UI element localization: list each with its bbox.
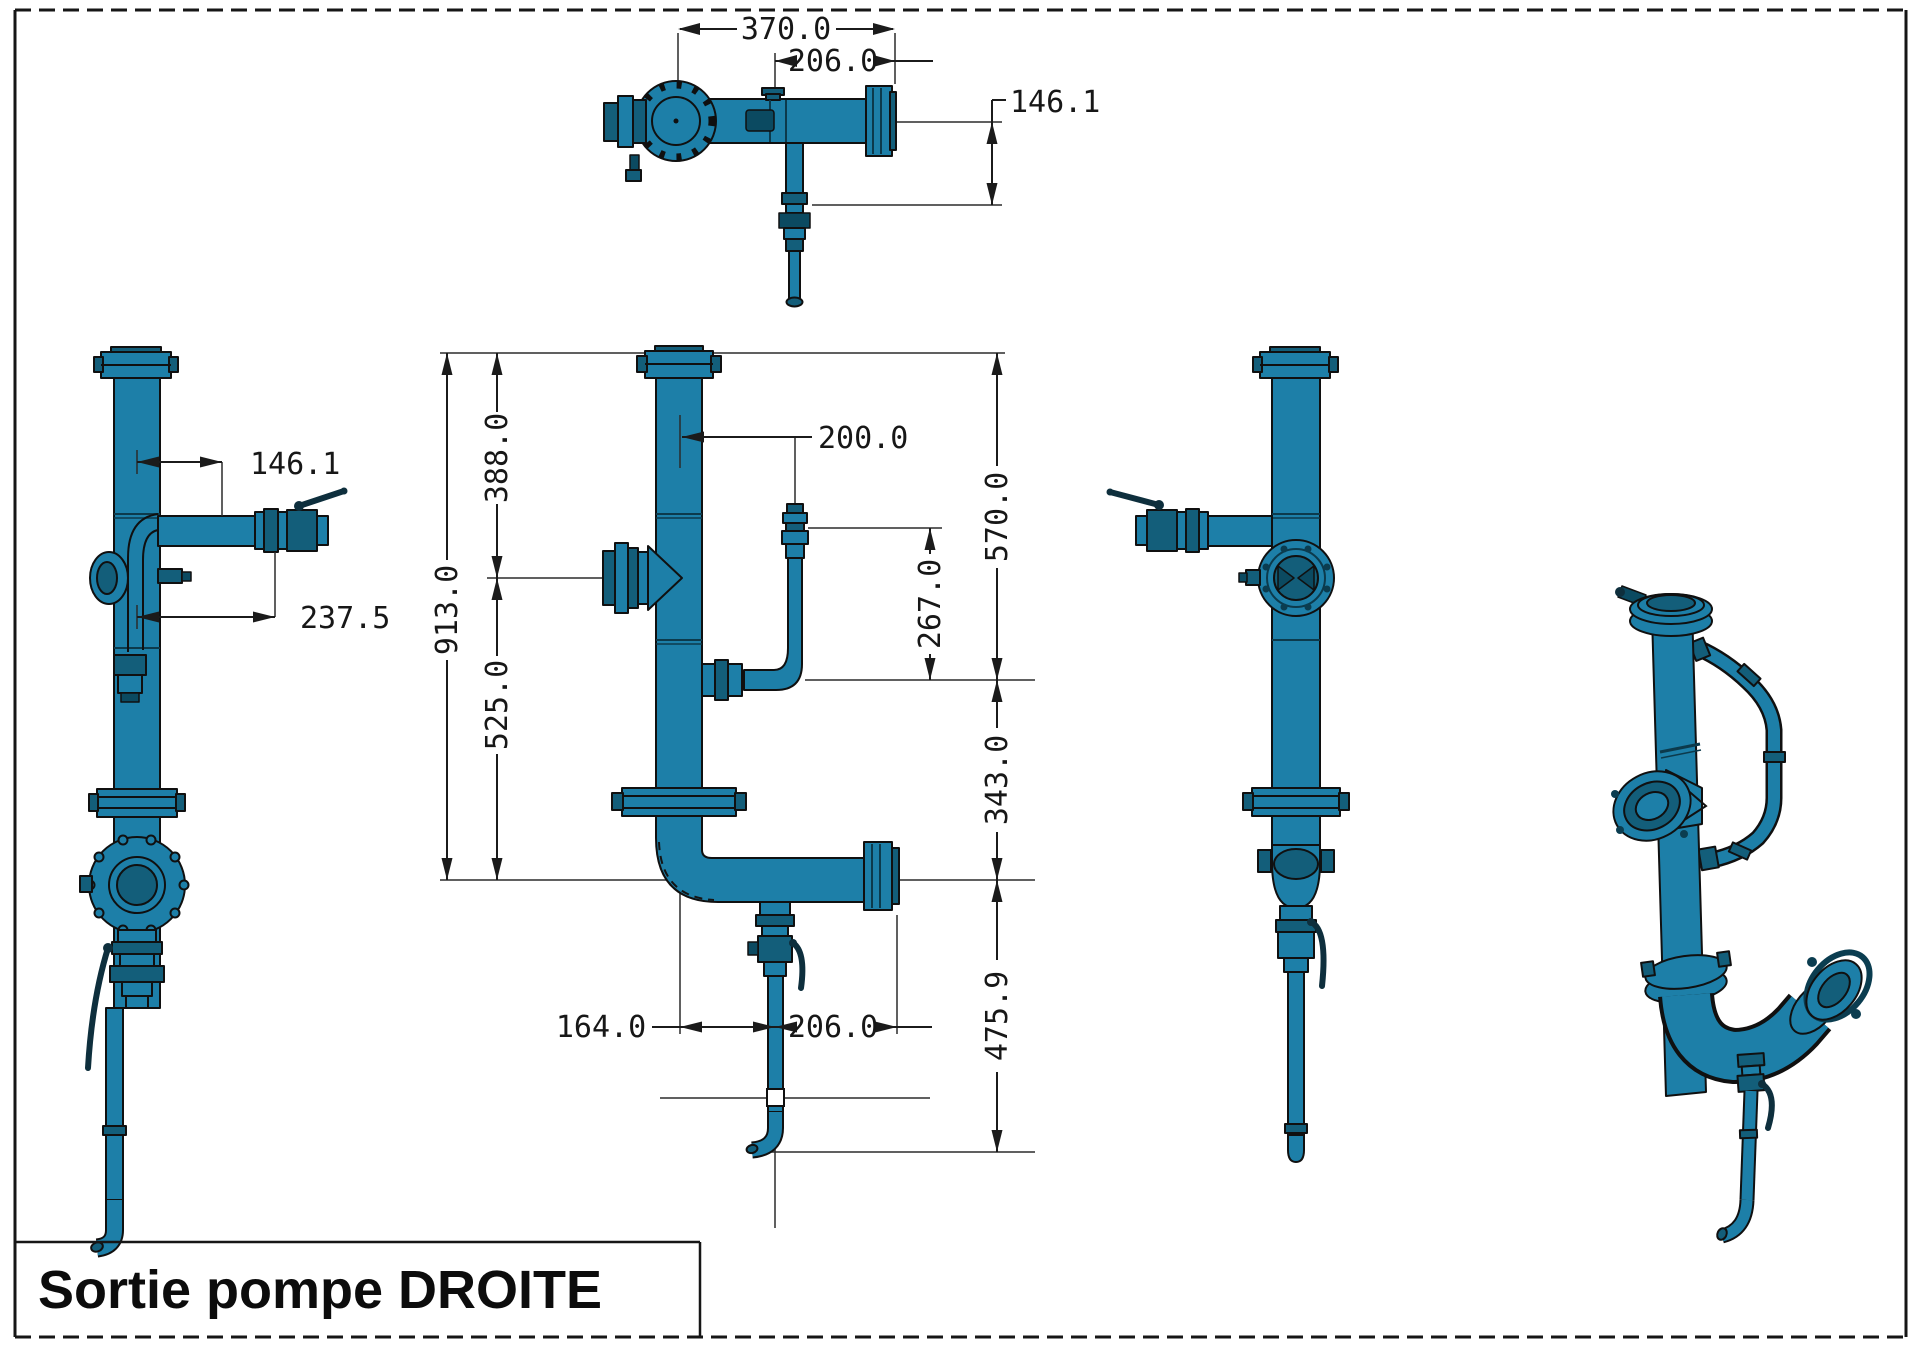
dim-front-top-to-port: 388.0 — [480, 413, 515, 503]
view-left: 146.1 237.5 — [79, 346, 390, 1258]
right-valve-lever — [1107, 489, 1162, 508]
plan-branch-valve — [603, 95, 647, 182]
right-port-flange — [1238, 539, 1335, 617]
view-isometric — [1611, 585, 1873, 1244]
dim-plan-overall: 370.0 — [741, 12, 831, 47]
right-top-flange — [1252, 346, 1339, 379]
iso-drain — [1716, 1052, 1775, 1244]
right-drain-lever — [1308, 919, 1327, 989]
front-mid-flange — [611, 787, 747, 817]
left-top-flange — [93, 346, 179, 379]
left-dimensions: 146.1 237.5 — [136, 447, 390, 636]
left-elbow-ring — [79, 834, 190, 936]
front-dimensions: 913.0 388.0 525.0 200.0 267.0 570.0 — [430, 353, 1015, 1152]
dim-front-drain-offset: 164.0 — [556, 1010, 646, 1045]
left-bypass-tube — [113, 513, 159, 703]
plan-riser-flange — [635, 80, 717, 162]
right-branch-valve — [1106, 488, 1273, 553]
iso-top-flange — [1615, 585, 1713, 637]
plan-dimensions: 370.0 206.0 146.1 — [678, 12, 1100, 205]
dim-front-bypass-drop: 267.0 — [913, 559, 948, 649]
left-drain-pipe — [90, 1007, 127, 1258]
left-drain-valve — [85, 929, 165, 1071]
front-side-port — [602, 542, 683, 614]
right-mid-flange — [1242, 787, 1350, 817]
dim-front-outlet-length: 206.0 — [788, 1010, 878, 1045]
left-branch-valve — [157, 487, 348, 553]
left-valve-lever — [296, 488, 347, 509]
sheet-border — [13, 8, 1908, 1339]
iso-side-port — [1611, 769, 1708, 842]
front-top-flange — [636, 345, 722, 379]
front-drain-lever — [790, 940, 806, 991]
plan-extension-lines — [677, 33, 1002, 206]
dim-left-branch-offset: 146.1 — [250, 447, 340, 482]
title-block: Sortie pompe DROITE — [15, 1240, 702, 1337]
dim-front-outlet-to-drain-tip: 475.9 — [980, 971, 1015, 1061]
plan-drain-fitting — [745, 87, 787, 142]
dim-front-bypass-offset: 200.0 — [818, 421, 908, 456]
drawing-title: Sortie pompe DROITE — [38, 1260, 602, 1320]
dim-left-branch-end: 237.5 — [300, 601, 390, 636]
left-mid-flange — [88, 788, 186, 818]
front-reference-lines — [440, 352, 1035, 1228]
plan-bypass-tube — [778, 142, 811, 308]
left-drain-lever — [85, 945, 111, 1071]
dim-plan-right: 206.0 — [788, 44, 878, 79]
view-plan: 370.0 206.0 146.1 — [603, 12, 1100, 308]
left-plug — [157, 568, 183, 584]
view-right — [1106, 346, 1350, 1163]
front-center-marker — [766, 1088, 785, 1107]
front-outlet-flange — [863, 841, 900, 911]
dim-front-bypass-to-outlet: 343.0 — [980, 735, 1015, 825]
dim-front-total-height: 913.0 — [430, 565, 465, 655]
iso-elbow-outlet — [1658, 949, 1873, 1085]
right-elbow — [1257, 844, 1335, 909]
front-drain — [745, 901, 806, 1159]
iso-bypass — [1688, 636, 1786, 872]
plan-outlet-flange — [865, 85, 897, 157]
dim-front-top-to-bypass: 570.0 — [980, 472, 1015, 562]
right-main-pipe — [1271, 377, 1321, 861]
plan-valve-lever — [745, 109, 775, 132]
right-drain — [1275, 905, 1327, 1163]
view-front: 913.0 388.0 525.0 200.0 267.0 570.0 — [430, 345, 1035, 1228]
front-bypass — [701, 503, 809, 701]
iso-drain-lever — [1759, 1081, 1775, 1131]
dim-plan-depth: 146.1 — [1010, 85, 1100, 120]
dim-front-port-to-outlet: 525.0 — [480, 660, 515, 750]
